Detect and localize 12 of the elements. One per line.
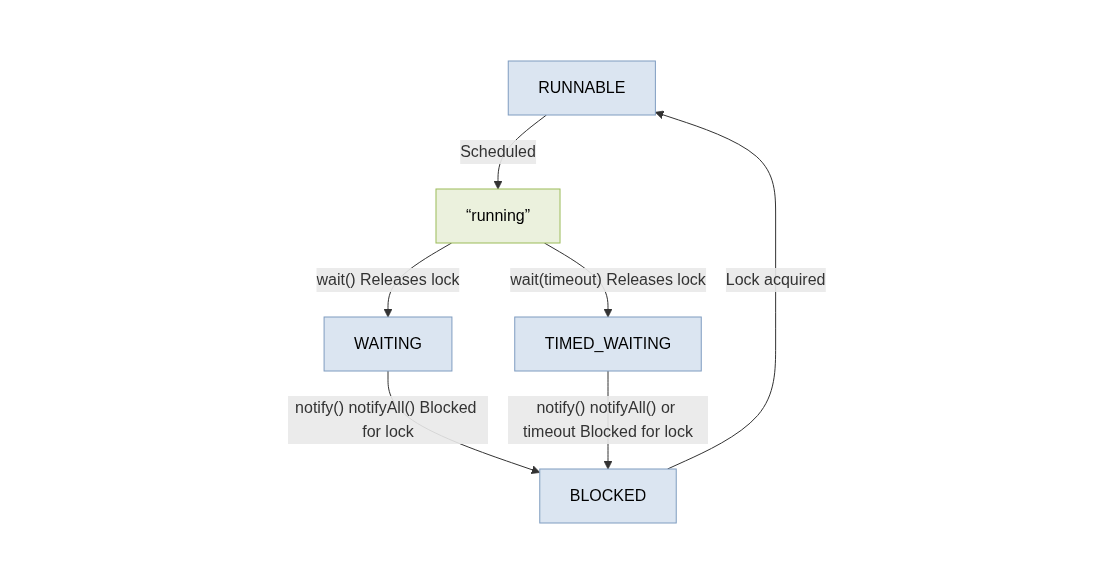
edge-label: Scheduled <box>459 142 536 160</box>
edge-label: Lock acquired <box>725 270 826 288</box>
node-box: TIMED_WAITING <box>514 316 702 371</box>
node-box: BLOCKED <box>539 468 677 523</box>
node-box: RUNNABLE <box>507 60 656 115</box>
edge-label: wait(timeout) Releases lock <box>509 270 706 288</box>
edge-label: notify() notifyAll() or timeout Blocked for lock <box>522 398 693 440</box>
edge-label: wait() Releases lock <box>316 270 460 288</box>
edge-label: notify() notifyAll() Blocked for lock <box>294 398 477 440</box>
arrow <box>654 110 776 469</box>
node-box: “running” <box>435 188 561 243</box>
node-box: WAITING <box>323 316 453 371</box>
